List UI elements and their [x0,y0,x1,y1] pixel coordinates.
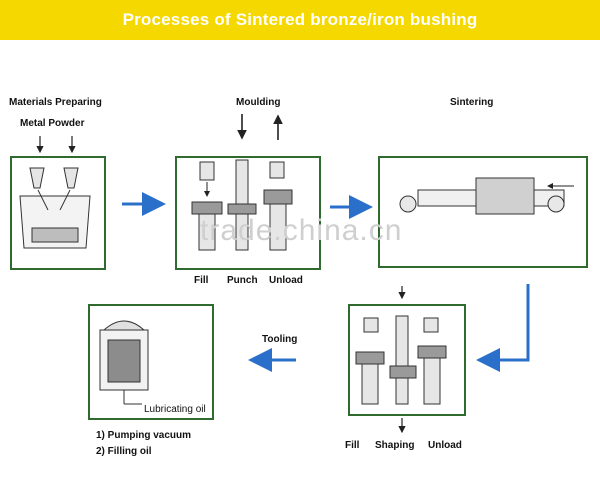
oiling-step-fill-oil: 2) Filling oil [96,446,152,457]
moulding-step-fill: Fill [194,275,209,286]
moulding-press-arrows [237,114,283,140]
moulding-step-punch: Punch [227,275,258,286]
oiling-step-vacuum: 1) Pumping vacuum [96,430,192,441]
moulding-dies-illustration [191,159,293,251]
powder-feed-arrows [36,136,76,154]
materials-title: Materials Preparing [9,97,102,108]
lubricating-oil-label: Lubricating oil [144,404,206,415]
materials-subtitle: Metal Powder [20,118,85,129]
banner-title: Processes of Sintered bronze/iron bushin… [0,0,600,40]
flow-arrows [122,192,530,372]
shaping-dies-illustration [355,315,447,405]
moulding-step-unload: Unload [269,275,303,286]
oil-tank-illustration [99,320,149,405]
shaping-step-unload: Unload [428,440,462,451]
moulding-title: Moulding [236,97,281,108]
powder-mixer-illustration [19,167,91,249]
shaping-step-fill: Fill [345,440,360,451]
sintering-furnace-illustration [399,177,574,215]
watermark: trade.china.cn [200,214,403,247]
shaping-step-shaping: Shaping [375,440,415,451]
tooling-title: Tooling [262,334,298,345]
sintering-title: Sintering [450,97,494,108]
